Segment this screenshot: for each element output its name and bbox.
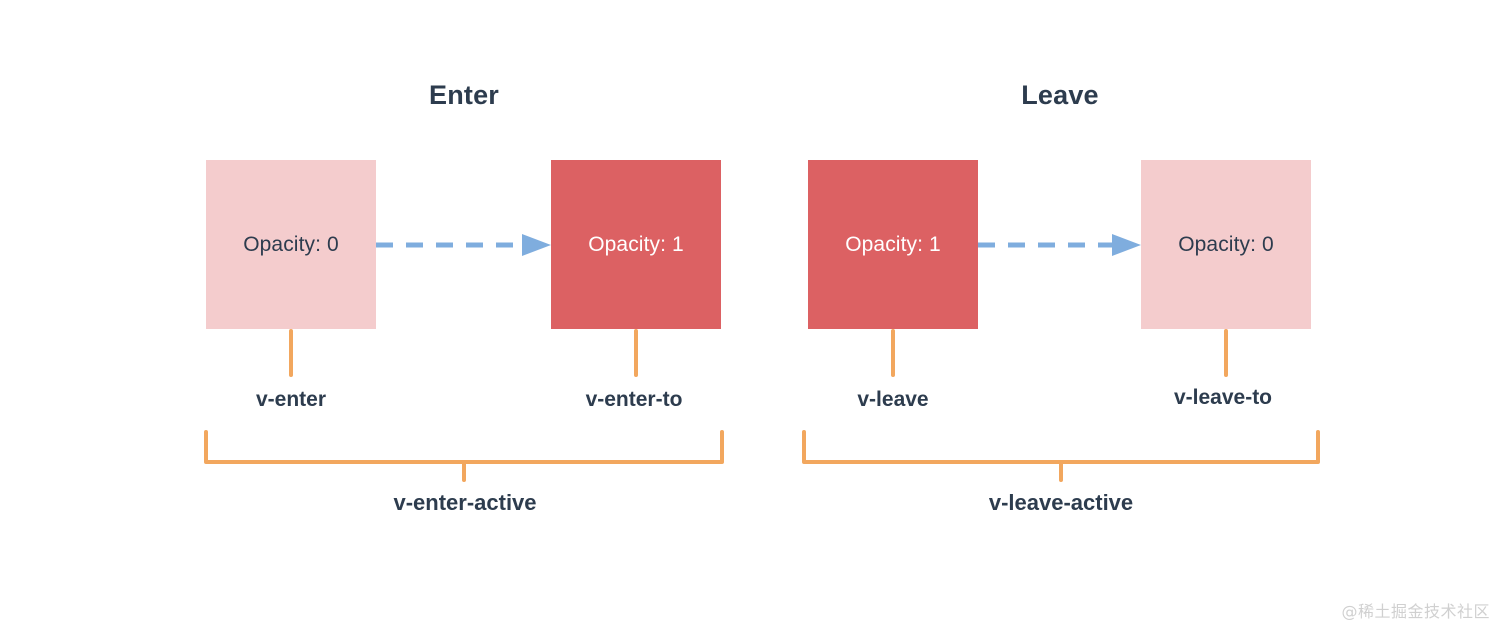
- leave-from-state-box: Opacity: 1: [808, 160, 978, 329]
- leave-to-opacity-label: Opacity: 0: [1178, 232, 1274, 256]
- v-enter-to-class-label: v-enter-to: [585, 388, 683, 411]
- watermark-text: @稀土掘金技术社区: [1341, 602, 1490, 621]
- leave-transition-arrow-icon: [978, 232, 1141, 258]
- v-enter-to-connector-stem: [634, 329, 638, 377]
- leave-to-state-box: Opacity: 0: [1141, 160, 1311, 329]
- enter-section-title: Enter: [428, 80, 500, 110]
- v-leave-active-bracket: [802, 430, 1320, 464]
- v-leave-active-class-label: v-leave-active: [988, 490, 1134, 515]
- v-enter-connector-stem: [289, 329, 293, 377]
- v-leave-active-stem: [1059, 462, 1063, 482]
- v-leave-class-label: v-leave: [857, 388, 929, 411]
- leave-from-opacity-label: Opacity: 1: [845, 232, 941, 256]
- v-enter-class-label: v-enter: [255, 388, 327, 411]
- v-leave-to-connector-stem: [1224, 329, 1228, 377]
- leave-section-title: Leave: [1021, 80, 1099, 110]
- enter-from-state-box: Opacity: 0: [206, 160, 376, 329]
- enter-to-opacity-label: Opacity: 1: [588, 232, 684, 256]
- v-leave-connector-stem: [891, 329, 895, 377]
- enter-to-state-box: Opacity: 1: [551, 160, 721, 329]
- v-enter-active-bracket: [204, 430, 724, 464]
- v-enter-active-stem: [462, 462, 466, 482]
- enter-transition-arrow-icon: [376, 232, 551, 258]
- v-leave-to-class-label: v-leave-to: [1173, 386, 1273, 409]
- enter-from-opacity-label: Opacity: 0: [243, 232, 339, 256]
- v-enter-active-class-label: v-enter-active: [393, 490, 537, 515]
